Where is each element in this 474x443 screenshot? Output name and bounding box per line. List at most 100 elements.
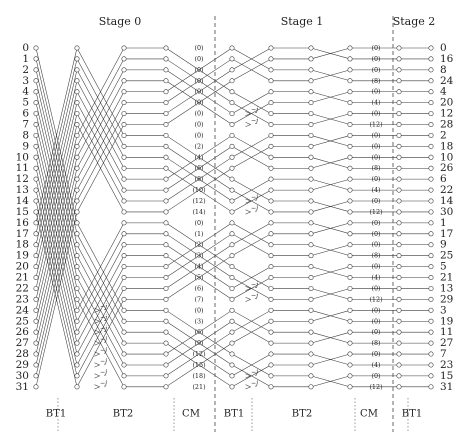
- input-index: 26: [16, 326, 30, 338]
- signal-node: [229, 253, 235, 259]
- signal-node: [268, 143, 274, 149]
- stage-title-1: Stage 1: [281, 15, 324, 28]
- output-index: 27: [440, 337, 453, 349]
- cm-constant: (8): [194, 175, 203, 183]
- signal-node: [396, 285, 402, 291]
- signal-node: [163, 100, 169, 106]
- signal-node: [396, 45, 402, 51]
- minus-j-label: −j: [100, 347, 107, 354]
- output-index: 26: [440, 162, 454, 174]
- signal-node: [268, 384, 274, 390]
- cm-constant: (0): [194, 110, 203, 118]
- signal-node: [74, 264, 80, 270]
- block-label-6: BT1: [402, 409, 422, 420]
- butterfly-edge: [165, 157, 233, 202]
- signal-node: [396, 176, 402, 182]
- signal-node: [308, 67, 314, 73]
- minus-j-label: −j: [100, 358, 107, 365]
- signal-node: [268, 296, 274, 302]
- signal-node: [347, 198, 353, 204]
- butterfly-edge: [76, 255, 125, 344]
- minus-j-arrow: [245, 373, 252, 379]
- signal-node: [74, 340, 80, 346]
- stage-title-2: Stage 2: [393, 15, 436, 28]
- signal-node: [396, 318, 402, 324]
- butterfly-edge: [165, 244, 233, 289]
- cm-constant: (0): [371, 131, 380, 139]
- signal-node: [33, 296, 39, 302]
- cm-constant: (7): [194, 295, 203, 303]
- signal-node: [229, 187, 235, 193]
- output-index: 20: [440, 97, 453, 109]
- signal-node: [396, 132, 402, 138]
- output-index: 23: [440, 359, 453, 371]
- butterfly-edge: [231, 135, 272, 158]
- signal-node: [33, 209, 39, 215]
- signal-node: [308, 122, 314, 128]
- butterfly-edge: [35, 200, 78, 376]
- butterfly-edge: [310, 47, 351, 60]
- signal-node: [396, 242, 402, 248]
- signal-node: [33, 154, 39, 160]
- minus-j-arrow: [94, 384, 101, 390]
- signal-node: [163, 220, 169, 226]
- signal-node: [308, 340, 314, 346]
- cm-constant: (4): [194, 263, 203, 271]
- signal-node: [229, 340, 235, 346]
- signal-node: [268, 307, 274, 313]
- butterfly-edge: [35, 113, 78, 289]
- signal-node: [347, 264, 353, 270]
- signal-node: [428, 67, 434, 73]
- cm-constant: (6): [194, 284, 203, 292]
- signal-node: [428, 143, 434, 149]
- signal-node: [428, 351, 434, 357]
- input-index: 31: [16, 381, 29, 393]
- input-index: 23: [16, 293, 29, 305]
- cm-constant: (0): [371, 44, 380, 52]
- node-circles: [33, 45, 434, 390]
- signal-node: [121, 122, 127, 128]
- signal-node: [121, 296, 127, 302]
- signal-node: [268, 242, 274, 248]
- butterfly-edge: [310, 244, 351, 256]
- signal-node: [428, 296, 434, 302]
- signal-node: [229, 198, 235, 204]
- cm-constant: (8): [371, 339, 380, 347]
- cm-constant: (6): [194, 164, 203, 172]
- signal-node: [308, 132, 314, 138]
- signal-node: [121, 307, 127, 313]
- minus-j-label: −j: [251, 205, 258, 212]
- output-index: 13: [440, 282, 453, 294]
- signal-node: [347, 307, 353, 313]
- block-label-3: BT1: [224, 409, 244, 420]
- signal-node: [121, 165, 127, 171]
- minus-j-arrow: [245, 122, 252, 127]
- signal-node: [268, 340, 274, 346]
- signal-node: [33, 231, 39, 237]
- cm-constant: (4): [371, 99, 380, 107]
- signal-node: [74, 89, 80, 95]
- signal-node: [308, 307, 314, 313]
- signal-node: [428, 111, 434, 117]
- signal-node: [163, 78, 169, 84]
- cm-constant: (0): [371, 317, 380, 325]
- cm-constant: (12): [369, 208, 382, 216]
- signal-node: [229, 362, 235, 368]
- signal-node: [163, 307, 169, 313]
- signal-node: [268, 89, 274, 95]
- signal-node: [121, 45, 127, 51]
- signal-node: [428, 264, 434, 270]
- output-index: 14: [440, 195, 454, 207]
- signal-node: [268, 165, 274, 171]
- signal-node: [74, 373, 80, 379]
- signal-node: [308, 111, 314, 117]
- input-index: 22: [16, 282, 29, 294]
- butterfly-edge: [35, 47, 78, 223]
- signal-node: [163, 165, 169, 171]
- butterfly-edge: [76, 244, 125, 333]
- signal-node: [308, 154, 314, 160]
- signal-node: [229, 111, 235, 117]
- cm-constant: (0): [194, 219, 203, 227]
- butterfly-edge: [76, 113, 125, 202]
- signal-node: [74, 143, 80, 149]
